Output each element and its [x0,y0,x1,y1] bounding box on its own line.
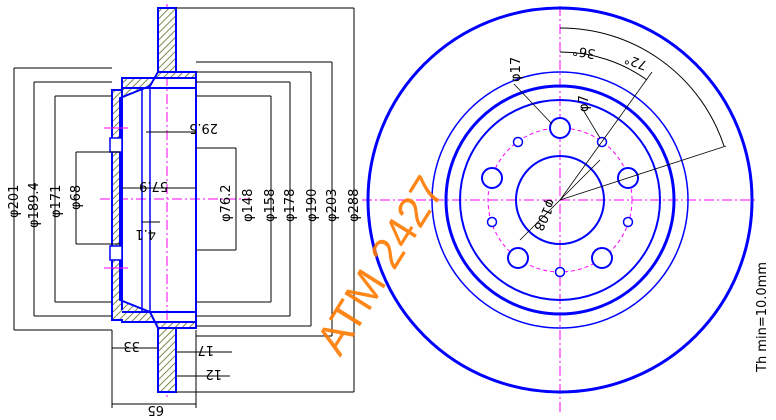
dim-4-1: 4.1 [135,226,156,241]
dim-d171: φ171 [49,185,64,218]
dim-angle36: 36° [571,42,596,61]
face-view: φ17 φ7 φ108 36° 72° [362,6,756,412]
lug-hole [507,247,529,269]
angle-ref-line-36 [559,71,653,201]
lug-hole [481,167,503,189]
diameter-dimension-lines [13,7,355,408]
dim-d189-4: φ189.4 [27,182,42,228]
dim-d201: φ201 [7,185,22,218]
friction-inner-circle [431,71,689,329]
small-hole [554,266,566,278]
dim-d148: φ148 [241,189,256,222]
dim-d158: φ158 [263,189,278,222]
hat-outer-circle [444,84,676,316]
bolt-hole-section-bottom [109,245,123,261]
dim-d190: φ190 [305,189,320,222]
bolt-hole-section-top [109,137,123,153]
section-view: φ201 φ189.4 φ171 φ68 φ76.2 φ148 φ158 φ17… [7,4,362,417]
dim-d68: φ68 [69,185,84,210]
hole7-leader [581,107,601,139]
small-hole [512,136,524,148]
angle-36-arc [559,51,648,81]
dim-d288: φ288 [347,189,362,222]
dim-hole17: φ17 [509,57,524,82]
dim-d76-2: φ76.2 [219,184,234,222]
small-holes [486,136,634,278]
dim-17: 17 [197,342,214,357]
dim-65: 65 [147,402,164,417]
dim-57-9: 57.9 [139,178,168,193]
dim-d203: φ203 [325,189,340,222]
lug-hole [549,117,571,139]
dim-12: 12 [205,366,222,381]
dim-angle72: 72° [623,50,650,72]
dim-33: 33 [123,338,140,353]
angle-72-arc [559,27,725,147]
dim-pcd108: φ108 [530,196,558,233]
dim-d178: φ178 [283,189,298,222]
pcd-leader [519,159,601,241]
dim-29-5: 29.5 [189,120,218,135]
hat-step-circle [459,99,661,301]
outer-rim-circle [366,6,754,394]
min-thickness-note: Th min=10.0mm [755,262,770,373]
small-hole [486,216,498,228]
lug-hole [591,247,613,269]
hat-section-profile [111,7,197,393]
lug-holes [481,117,639,269]
dim-hole7: φ7 [577,95,592,112]
angle-ref-line-72 [559,145,727,201]
center-bore-circle [515,155,605,245]
hole17-leader [513,83,553,125]
small-hole [622,216,634,228]
